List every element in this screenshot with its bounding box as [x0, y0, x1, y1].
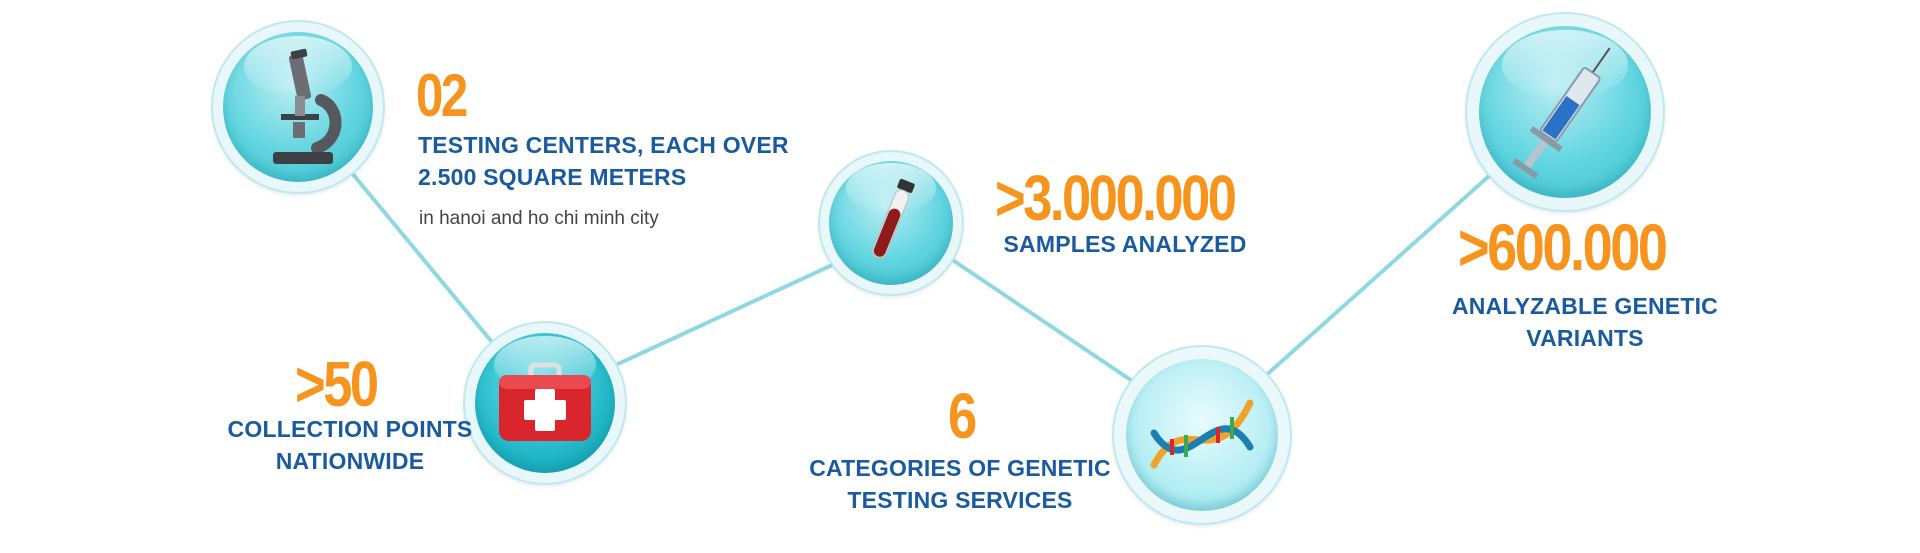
stat-label-testing-centers-line2: 2.500 SQUARE METERS	[418, 164, 687, 190]
stat-label-testing-centers-line1: TESTING CENTERS, EACH OVER	[418, 132, 789, 158]
stat-label-samples: SAMPLES ANALYZED	[1003, 231, 1247, 257]
dna-node	[1114, 347, 1290, 523]
first-aid-node	[465, 323, 625, 483]
microscope-icon	[273, 48, 342, 164]
syringe-node	[1467, 14, 1663, 210]
test-tube-node	[820, 152, 962, 294]
stat-label-collection-points-line1: COLLECTION POINTS	[227, 416, 473, 442]
dna-icon	[1150, 399, 1254, 469]
stat-value-variants: >600.000	[1458, 210, 1668, 284]
microscope-node	[213, 22, 383, 192]
stat-value-testing-centers: 02	[416, 62, 468, 129]
first-aid-kit-icon	[499, 362, 591, 441]
stat-value-collection-points: >50	[295, 348, 379, 420]
stat-label-collection-points-line2: NATIONWIDE	[275, 448, 425, 474]
stat-label-variants-line2: VARIANTS	[1526, 325, 1644, 351]
stat-value-categories: 6	[948, 380, 977, 452]
syringe-icon	[1512, 47, 1611, 180]
stat-sub-testing-centers: in hanoi and ho chi minh city	[419, 208, 659, 229]
stat-label-variants-line1: ANALYZABLE GENETIC	[1452, 293, 1718, 319]
stat-label-categories-line2: TESTING SERVICES	[847, 487, 1073, 513]
stat-label-categories-line1: CATEGORIES OF GENETIC	[809, 455, 1111, 481]
stat-value-samples: >3.000.000	[995, 162, 1237, 234]
test-tube-icon	[872, 178, 915, 259]
